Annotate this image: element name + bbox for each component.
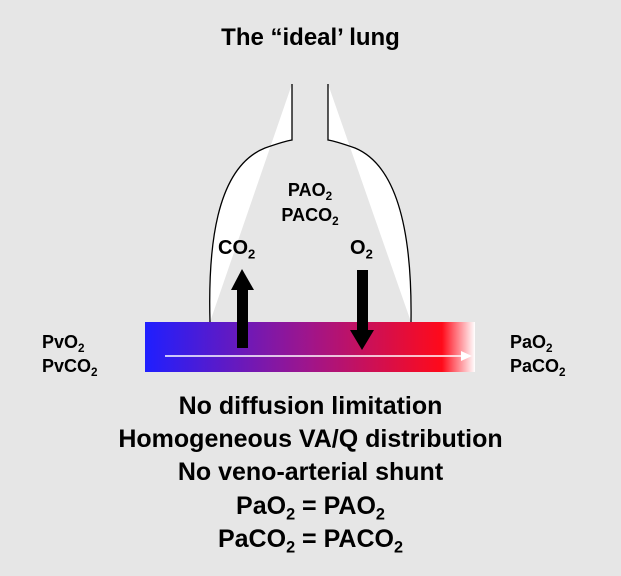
co2-label: CO2 xyxy=(218,237,256,262)
venous-pco2-label: PvCO2 xyxy=(42,356,98,380)
lung-center-band xyxy=(292,150,329,322)
arterial-pco2-label: PaCO2 xyxy=(510,356,566,380)
statement-no-diffusion-limitation: No diffusion limitation xyxy=(178,392,443,420)
o2-label: O2 xyxy=(350,237,373,262)
alveolar-po2-label: PAO2 xyxy=(287,180,333,204)
blood-flow-arrow xyxy=(165,351,472,361)
lung-outline xyxy=(209,84,412,323)
arterial-po2-label: PaO2 xyxy=(510,332,553,356)
diagram-title: The “ideal’ lung xyxy=(221,24,400,51)
o2-arrow xyxy=(350,270,374,350)
venous-po2-label: PvO2 xyxy=(42,332,85,356)
alveolar-pco2-label: PACO2 xyxy=(281,205,339,229)
statement-homogeneous-vaq: Homogeneous VA/Q distribution xyxy=(118,425,503,453)
capillary-bar xyxy=(145,322,475,372)
equation-paco2: PaCO2 = PACO2 xyxy=(217,525,404,557)
equation-pao2: PaO2 = PAO2 xyxy=(236,492,385,524)
co2-arrow xyxy=(231,269,254,348)
statement-no-shunt: No veno-arterial shunt xyxy=(177,458,444,486)
